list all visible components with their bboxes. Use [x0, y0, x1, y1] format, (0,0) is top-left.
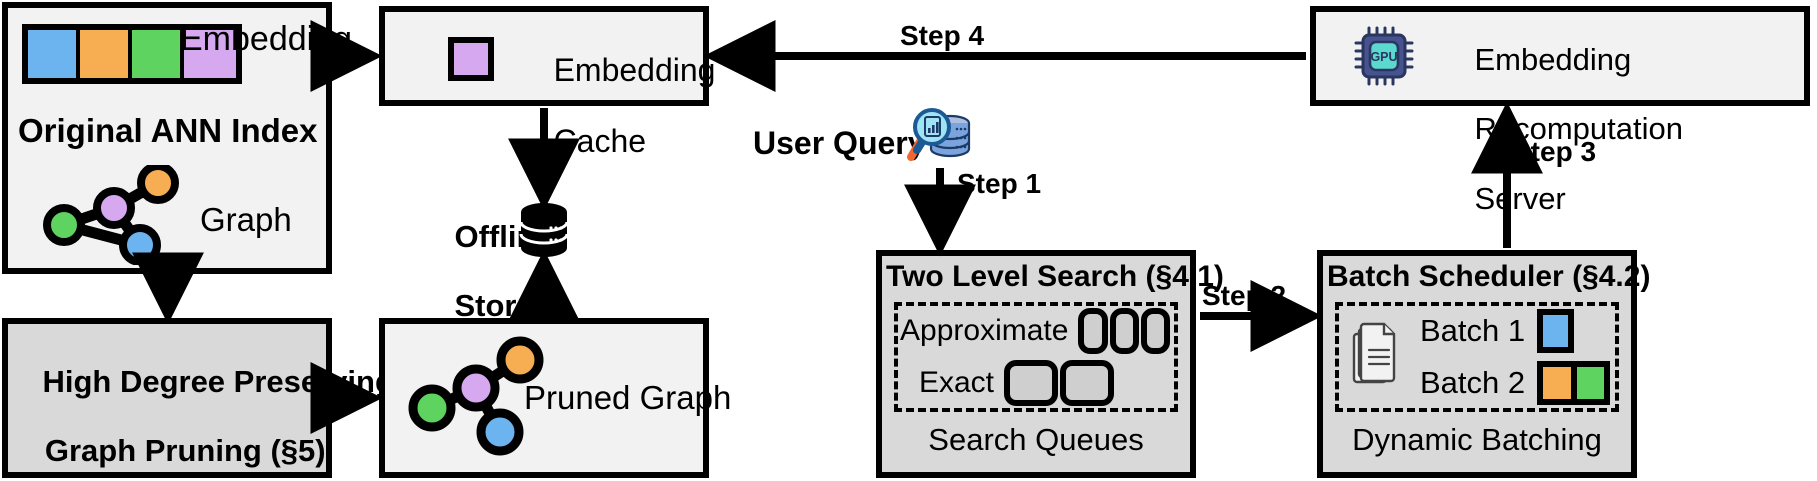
dynamic-batching-dashed-region	[1335, 302, 1619, 412]
pruned-graph-label: Pruned Graph	[524, 379, 732, 416]
database-icon	[519, 203, 569, 257]
search-queue-row-exact: Exact	[900, 356, 1172, 410]
pruned-graph-illustration	[408, 336, 544, 456]
batch-2-label: Batch 2	[1420, 364, 1526, 400]
magnifier-database-icon	[907, 108, 971, 161]
batch-scheduler-title: Batch Scheduler (§4.2)	[1327, 260, 1651, 293]
approximate-label: Approximate	[900, 314, 1069, 348]
graph-pruning-label: High Degree Preserving Graph Pruning (§5…	[8, 330, 393, 481]
search-queue-row-approximate: Approximate	[900, 304, 1172, 358]
step-2-label: Step 2	[1202, 280, 1287, 311]
embedding-cache-line1: Embedding	[553, 51, 716, 88]
original-ann-index-title: Original ANN Index	[18, 112, 318, 149]
embedding-cell-purple	[184, 30, 236, 78]
queue-slot	[1078, 308, 1108, 354]
user-query-label: User Query	[753, 125, 926, 161]
embedding-cache-label: Embedding Cache	[518, 17, 716, 196]
step-3-label: Step 3	[1512, 136, 1597, 167]
embedding-vector-strip	[22, 24, 242, 84]
embedding-cell-orange	[80, 30, 132, 78]
batch-1-label: Batch 1	[1420, 312, 1526, 348]
queue-slot	[1140, 308, 1170, 354]
recomputation-server-label: Embedding Recomputation Server	[1440, 8, 1683, 251]
recomputation-server-line1: Embedding	[1474, 41, 1632, 77]
queue-slot	[1004, 360, 1058, 406]
batch-row-2: Batch 2	[1420, 358, 1610, 408]
original-graph-illustration	[43, 165, 179, 265]
queue-slot	[1060, 360, 1114, 406]
embedding-cell-blue	[28, 30, 80, 78]
graph-pruning-line1: High Degree Preserving	[42, 363, 394, 399]
embedding-cache-line2: Cache	[553, 123, 647, 160]
purple-square-icon	[448, 37, 494, 81]
recomputation-server-line3: Server	[1474, 180, 1566, 216]
step-1-label: Step 1	[957, 168, 1042, 199]
search-queues-caption: Search Queues	[928, 422, 1144, 457]
step-4-label: Step 4	[900, 20, 985, 51]
graph-pruning-line2: Graph Pruning (§5)	[44, 433, 326, 469]
svg-text:GPU: GPU	[1370, 50, 1397, 64]
two-level-search-title: Two Level Search (§4.1)	[886, 260, 1224, 293]
batch-chip-blue	[1537, 309, 1575, 353]
documents-icon	[1352, 322, 1396, 384]
exact-label: Exact	[918, 366, 994, 400]
batch-chip-orange	[1537, 361, 1574, 405]
embedding-cell-green	[132, 30, 184, 78]
gpu-chip-icon: GPU	[1354, 26, 1414, 86]
dynamic-batching-caption: Dynamic Batching	[1352, 422, 1602, 457]
batch-chip-green	[1573, 361, 1610, 405]
embedding-label: Embedding	[180, 20, 353, 58]
search-queues-dashed-region	[894, 302, 1178, 412]
queue-slot	[1109, 308, 1139, 354]
graph-label: Graph	[200, 201, 292, 238]
batch-row-1: Batch 1	[1420, 306, 1610, 356]
